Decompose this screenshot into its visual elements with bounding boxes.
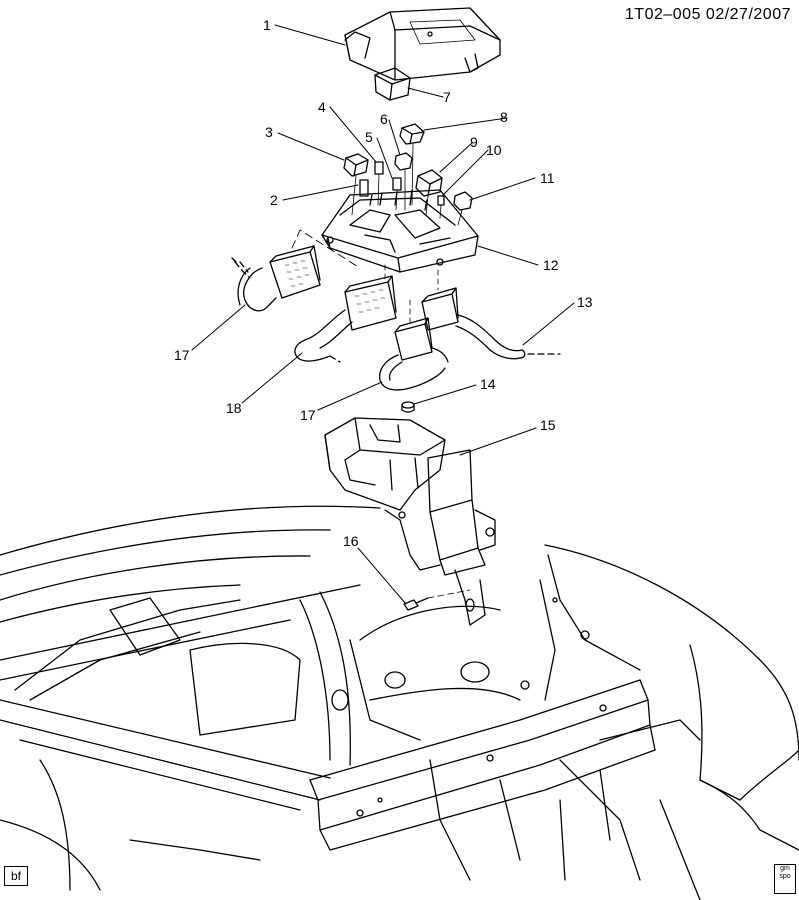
callout-17-lower: 17 xyxy=(300,407,316,423)
callout-5: 5 xyxy=(365,129,373,145)
callout-2: 2 xyxy=(270,192,278,208)
fuse-4 xyxy=(374,161,384,175)
callout-6: 6 xyxy=(380,111,388,127)
relay-6 xyxy=(394,152,413,171)
harness-connector-left xyxy=(231,245,321,312)
harness-connector-lower xyxy=(379,299,449,391)
callout-17-upper: 17 xyxy=(174,347,190,363)
bolt xyxy=(403,589,471,611)
fuse-block-bracket xyxy=(324,417,496,626)
callout-15: 15 xyxy=(540,417,556,433)
fuse-block xyxy=(321,189,479,273)
grommet xyxy=(401,401,415,413)
callout-13: 13 xyxy=(577,294,593,310)
callout-4: 4 xyxy=(318,99,326,115)
callout-leaders xyxy=(191,24,575,605)
callout-11: 11 xyxy=(540,170,555,186)
callout-numbers: 1 2 3 4 5 6 7 8 9 10 11 12 13 14 15 16 1… xyxy=(174,17,593,549)
gm-spo-logo-text: gm spo xyxy=(779,865,791,880)
callout-3: 3 xyxy=(265,124,273,140)
callout-1: 1 xyxy=(263,17,271,33)
fuse-5 xyxy=(392,177,402,191)
callout-10: 10 xyxy=(486,142,502,158)
fuse-10 xyxy=(437,195,445,206)
callout-7: 7 xyxy=(443,89,451,105)
harness-connector-center xyxy=(294,264,397,363)
harness-connector-right xyxy=(421,269,561,360)
vehicle-body xyxy=(0,505,799,900)
fuse-2 xyxy=(359,179,369,197)
callout-12: 12 xyxy=(543,257,559,273)
callout-16: 16 xyxy=(343,533,359,549)
callout-8: 8 xyxy=(500,109,508,125)
relay-guide-lines xyxy=(351,143,463,226)
relay-3 xyxy=(343,153,369,177)
relay-cover xyxy=(374,67,411,101)
relay-11 xyxy=(453,191,473,211)
callout-18: 18 xyxy=(226,400,242,416)
illustrator-badge: bf xyxy=(4,866,28,886)
gm-spo-logo: gm spo xyxy=(774,864,796,894)
callout-9: 9 xyxy=(470,134,478,150)
callout-14: 14 xyxy=(480,376,496,392)
diagram-code-date: 1T02–005 02/27/2007 xyxy=(624,6,791,23)
relay-8 xyxy=(399,123,425,145)
relay-9 xyxy=(415,169,443,197)
fuse-block-cover xyxy=(344,7,501,81)
